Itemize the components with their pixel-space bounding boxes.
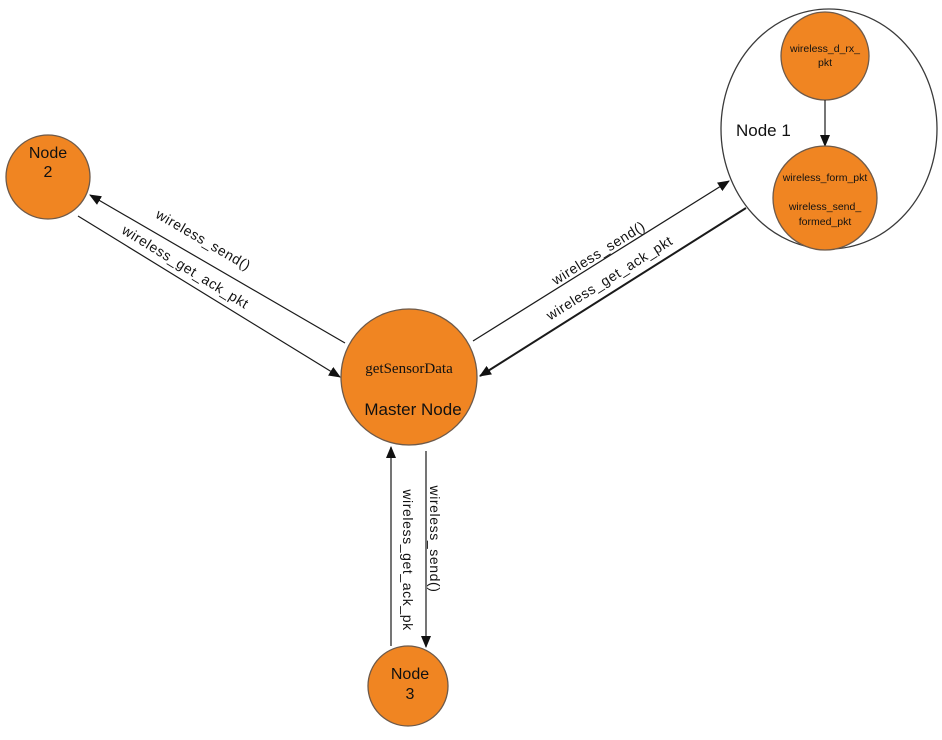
master-node-function-label: getSensorData — [365, 361, 453, 377]
node-3-label-line1: Node — [391, 666, 429, 683]
wireless-send-formed-pkt-label-line2: formed_pkt — [799, 216, 852, 228]
edge-label-node3-ack: wireless_get_ack_pk — [400, 488, 416, 631]
node-1-label: Node 1 — [736, 121, 791, 140]
node-3-group[interactable]: Node 3 — [367, 645, 449, 727]
node-3-label-line2: 3 — [406, 686, 415, 703]
master-node-group[interactable]: getSensorData Master Node — [340, 308, 478, 446]
wireless-rx-pkt-label-line1: wireless_d_rx_ — [789, 43, 860, 55]
edge-node1-to-master-ack — [479, 207, 747, 377]
master-node[interactable] — [340, 308, 478, 446]
wireless-rx-pkt-node[interactable] — [780, 11, 870, 101]
node-2-group[interactable]: Node 2 — [5, 134, 91, 220]
node-3[interactable] — [367, 645, 449, 727]
edge-label-node3-send: wireless_send() — [427, 484, 443, 592]
node-1-group[interactable]: Node 1 wireless_d_rx_ pkt wireless_form_… — [720, 8, 938, 251]
node-2-label-line1: Node — [29, 145, 67, 162]
node-2[interactable] — [5, 134, 91, 220]
master-node-label: Master Node — [364, 400, 461, 419]
edge-node2-to-master-ack — [77, 215, 341, 378]
node-2-label-line2: 2 — [44, 164, 53, 181]
edge-master-to-node2-send — [89, 194, 346, 344]
wireless-form-pkt-label: wireless_form_pkt — [782, 172, 868, 184]
wireless-send-formed-pkt-label-line1: wireless_send_ — [788, 201, 862, 213]
wireless-rx-pkt-label-line2: pkt — [818, 57, 832, 69]
edge-master-to-node1-send — [472, 180, 730, 342]
wireless-form-pkt-node[interactable] — [772, 145, 878, 251]
